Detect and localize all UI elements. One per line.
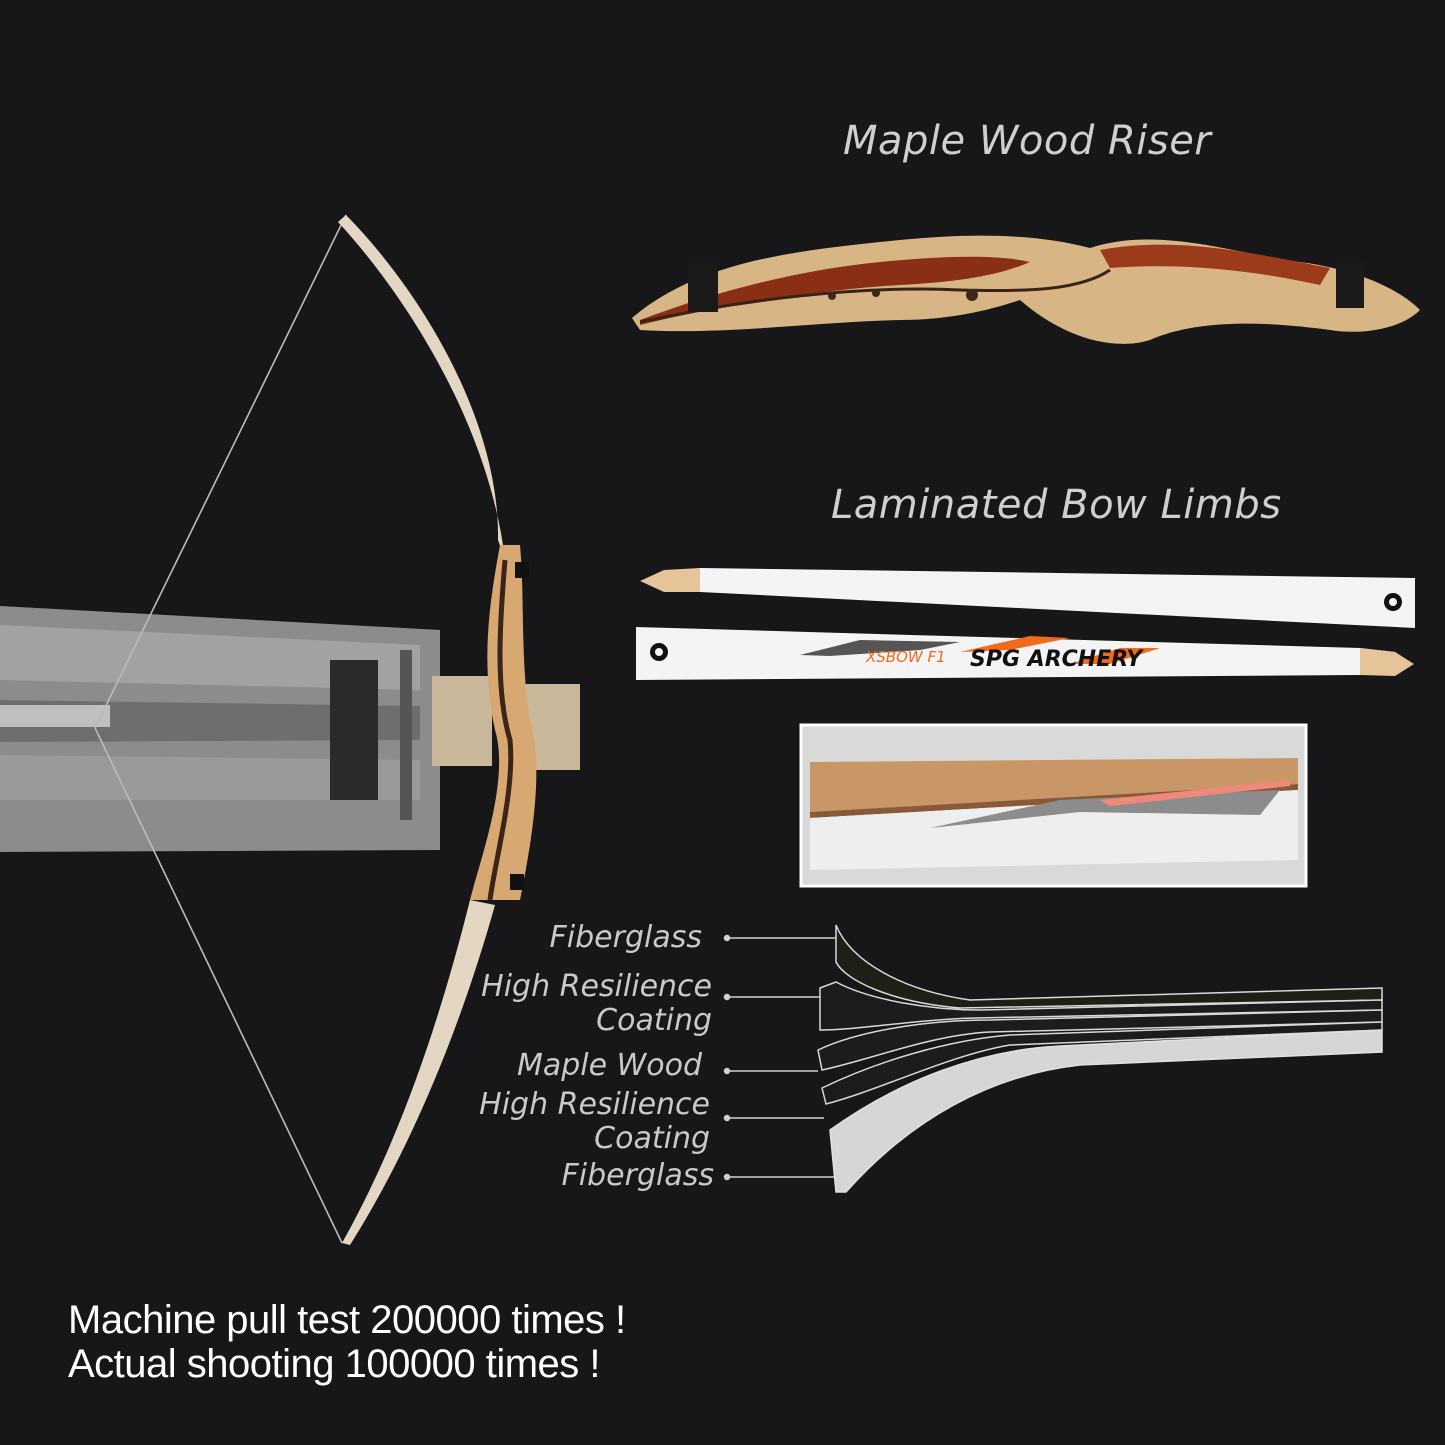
limb-closeup-inset xyxy=(799,723,1308,888)
bow-side-view xyxy=(338,215,537,1245)
limb-lower-image: XSBOW F1 SPG ARCHERY xyxy=(636,627,1414,680)
pull-test-claim: Machine pull test 200000 times ! xyxy=(68,1298,626,1342)
shooting-test-claim: Actual shooting 100000 times ! xyxy=(68,1342,601,1386)
limbs-heading: Laminated Bow Limbs xyxy=(831,482,1282,528)
riser-image xyxy=(632,235,1420,344)
bow-string xyxy=(94,214,347,1244)
pull-test-machine xyxy=(0,606,580,852)
limb-model-text: XSBOW F1 xyxy=(865,648,946,666)
layer-label-coating-top: High Resilience Coating xyxy=(481,969,712,1038)
riser-heading: Maple Wood Riser xyxy=(843,118,1212,164)
limb-brand-text: SPG ARCHERY xyxy=(970,647,1144,672)
layer-label-maple-wood: Maple Wood xyxy=(516,1048,702,1083)
limb-upper-image xyxy=(640,568,1415,628)
limb-layer-diagram xyxy=(723,924,1383,1193)
layer-label-fiberglass-bottom: Fiberglass xyxy=(561,1158,714,1193)
layer-label-fiberglass-top: Fiberglass xyxy=(549,920,702,955)
layer-label-coating-bottom: High Resilience Coating xyxy=(479,1087,710,1156)
